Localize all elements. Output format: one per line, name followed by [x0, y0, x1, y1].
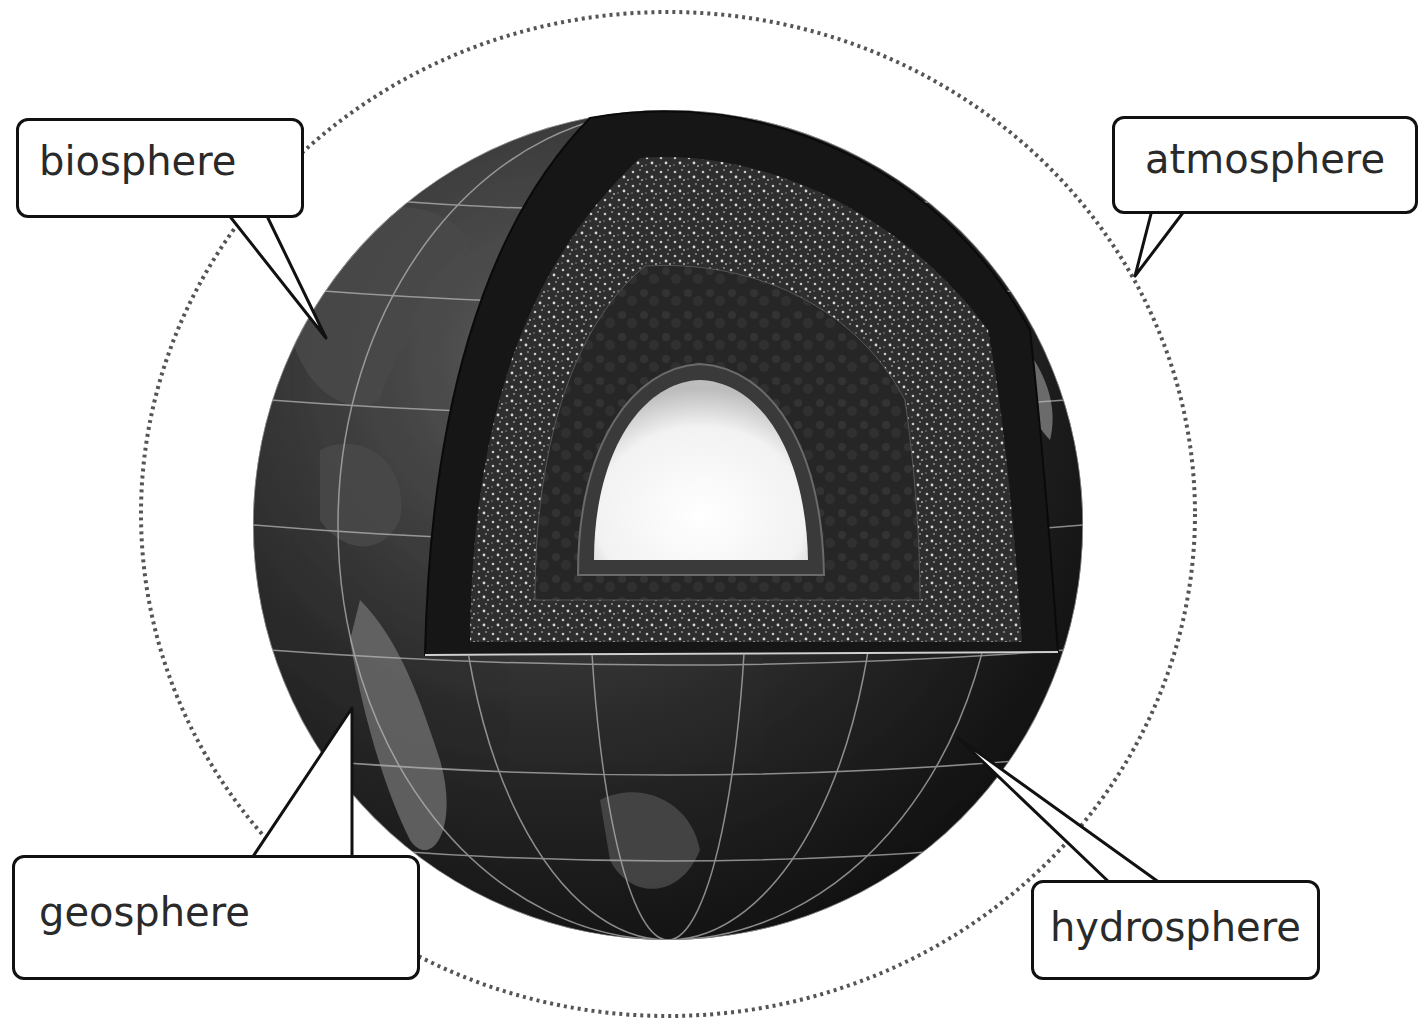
- callout-box: hydrosphere: [1031, 880, 1320, 980]
- sphere-label: atmosphere: [1145, 135, 1385, 183]
- callout-tail: [252, 708, 352, 858]
- callout-box: atmosphere: [1112, 116, 1418, 214]
- earth-cutaway: [425, 111, 1058, 655]
- callout-tail: [958, 738, 1160, 883]
- globe: [253, 110, 1083, 940]
- callout-box: geosphere: [12, 855, 420, 980]
- sphere-label: biosphere: [39, 137, 236, 185]
- callout-box: biosphere: [16, 118, 304, 218]
- sphere-label: hydrosphere: [1050, 903, 1301, 951]
- sphere-label: geosphere: [39, 888, 250, 936]
- callout-tail: [228, 214, 326, 338]
- callout-tail: [1135, 210, 1185, 276]
